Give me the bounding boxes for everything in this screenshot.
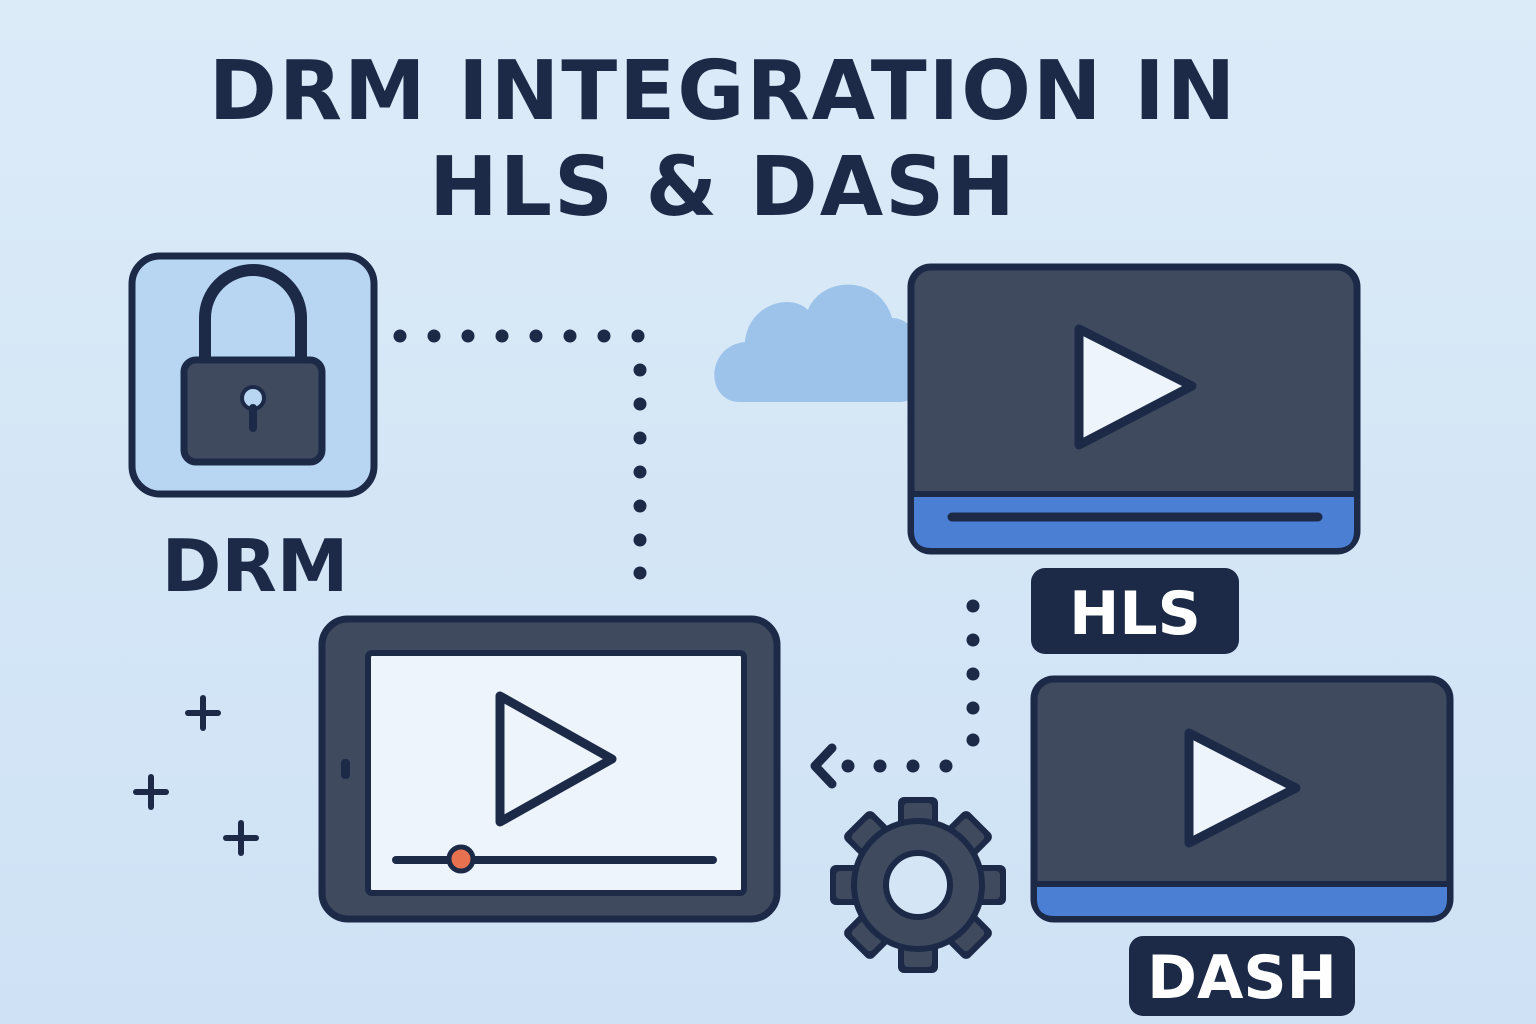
play-icon bbox=[1184, 728, 1301, 848]
padlock-icon bbox=[180, 264, 326, 466]
hls-label: HLS bbox=[1069, 579, 1201, 649]
dash-badge: DASH bbox=[1129, 936, 1355, 1016]
page-title: DRM INTEGRATION IN HLS & DASH bbox=[0, 44, 1446, 236]
dash-label: DASH bbox=[1147, 943, 1337, 1013]
sparkle-plus-icons bbox=[133, 695, 259, 856]
playhead bbox=[446, 844, 476, 874]
gear-icon bbox=[830, 797, 1006, 973]
hls-badge: HLS bbox=[1031, 568, 1239, 654]
title-line-1: DRM INTEGRATION IN bbox=[208, 44, 1238, 139]
cloud-icon bbox=[714, 284, 924, 402]
play-icon bbox=[1074, 324, 1197, 450]
drm-tile bbox=[128, 252, 378, 498]
title-line-2: HLS & DASH bbox=[429, 140, 1017, 235]
connector-drm-to-device bbox=[393, 329, 647, 580]
hls-player bbox=[907, 263, 1361, 555]
play-icon bbox=[495, 691, 617, 827]
arrow-left-icon bbox=[810, 743, 837, 789]
tablet-device bbox=[318, 615, 781, 923]
connector-hls-to-device bbox=[841, 599, 980, 773]
dash-player bbox=[1030, 675, 1454, 923]
drm-label: DRM bbox=[162, 524, 349, 608]
